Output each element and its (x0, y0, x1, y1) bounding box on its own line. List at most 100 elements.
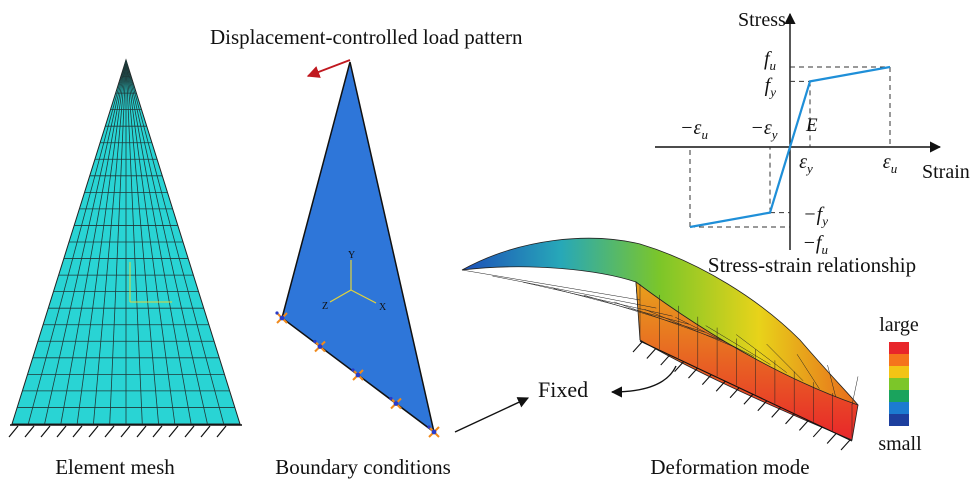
caption-deformation-mode: Deformation mode (650, 455, 809, 479)
hatch-mark (688, 367, 698, 379)
mesh-line (125, 59, 208, 425)
chart-ylabel: Stress (738, 9, 786, 31)
mesh-line (125, 59, 176, 425)
fixed-annotation: Fixed (454, 365, 677, 433)
deformed-mesh-line (675, 316, 755, 357)
caption-load-pattern: Displacement-controlled load pattern (210, 25, 523, 49)
mesh-line (109, 59, 127, 425)
legend-swatch (889, 366, 909, 378)
boundary-support-symbols (275, 311, 440, 438)
fixed-arrow-right (610, 365, 677, 398)
tick-label: −fy (803, 204, 828, 229)
hatch-mark (785, 413, 795, 425)
hatch-mark (743, 393, 754, 405)
legend-swatch (889, 414, 909, 426)
mesh-line (60, 59, 127, 425)
deformed-mesh-line (766, 343, 804, 381)
hatch-mark (757, 400, 768, 412)
deformation-fixed-hatching (632, 340, 853, 451)
deformed-mesh-lines (461, 269, 859, 440)
fixed-arrow-left (454, 397, 530, 433)
chart-guide-lines (689, 66, 891, 228)
mesh-axis-triad (129, 262, 172, 303)
support-symbol (313, 339, 326, 353)
legend-swatch (889, 354, 909, 366)
deformed-mesh-line (851, 376, 859, 406)
support-symbol (275, 311, 288, 324)
mesh-line (125, 59, 192, 425)
hatch-mark (24, 425, 35, 438)
legend-swatch (889, 390, 909, 402)
support-symbol (389, 396, 402, 410)
mesh-line (27, 59, 127, 425)
legend-small-label: small (878, 433, 922, 455)
legend-swatch (889, 378, 909, 390)
deformed-mesh-line (796, 354, 820, 389)
caption-fixed: Fixed (538, 377, 588, 402)
hatch-mark (40, 425, 51, 438)
hatch-mark (798, 420, 809, 431)
deformed-mesh-line (736, 334, 787, 373)
caption-element-mesh: Element mesh (55, 455, 175, 479)
hatch-mark (674, 361, 685, 372)
hatch-mark (660, 354, 671, 366)
deformed-mesh-line (705, 325, 771, 365)
tick-label: fu (764, 48, 777, 73)
hatch-mark (136, 425, 147, 438)
element-mesh-panel: Element mesh (8, 58, 242, 479)
hatch-mark (216, 425, 227, 438)
slope-label: E (805, 115, 818, 136)
boundary-conditions-panel: Displacement-controlled load pattern Y X… (210, 25, 523, 479)
tick-label: fy (765, 74, 777, 99)
load-arrow (306, 59, 351, 78)
mesh-line (93, 59, 127, 425)
hatch-mark (812, 426, 823, 438)
caption-stress-strain: Stress-strain relationship (708, 253, 916, 277)
deformed-mesh-line (461, 269, 641, 301)
hatch-mark (646, 348, 657, 359)
mesh-line (44, 59, 127, 425)
axis-label-y: Y (348, 250, 355, 261)
hatch-mark (88, 425, 99, 438)
color-legend: large small (878, 314, 922, 455)
hatch-mark (729, 387, 740, 399)
mesh-grid (17, 59, 235, 425)
hatch-mark (184, 425, 195, 438)
hatch-mark (771, 406, 782, 418)
hatch-mark (56, 425, 67, 438)
tick-label: −fu (802, 232, 828, 257)
hatch-mark (8, 425, 19, 438)
hatch-mark (104, 425, 115, 438)
mesh-line (125, 59, 143, 425)
legend-swatch (889, 402, 909, 414)
tick-label: −εy (750, 117, 777, 142)
axis-label-x: X (379, 302, 387, 313)
hatch-mark (200, 425, 211, 438)
stress-strain-curve (689, 65, 891, 229)
mesh-fixed-hatching (8, 425, 227, 438)
caption-boundary-conditions: Boundary conditions (275, 455, 451, 479)
xyz-axis-triad (329, 260, 377, 304)
tick-label: εu (883, 151, 898, 176)
deformation-mode-panel: Deformation mode (461, 237, 859, 479)
chart-xlabel: Strain (922, 161, 970, 183)
support-symbol (427, 425, 440, 438)
hatch-mark (632, 341, 643, 353)
hatch-mark (120, 425, 131, 438)
hatch-mark (168, 425, 179, 438)
hatch-mark (840, 439, 851, 451)
hatch-mark (826, 433, 837, 444)
legend-swatch (889, 342, 909, 354)
tick-label: εy (799, 151, 813, 176)
mesh-line (125, 59, 159, 425)
hatch-mark (152, 425, 163, 438)
axis-label-z: Z (322, 301, 328, 312)
legend-color-bar (889, 342, 909, 426)
hatch-mark (701, 374, 712, 386)
deformed-mesh-line (644, 309, 738, 349)
fixed-edge-line (639, 340, 853, 442)
